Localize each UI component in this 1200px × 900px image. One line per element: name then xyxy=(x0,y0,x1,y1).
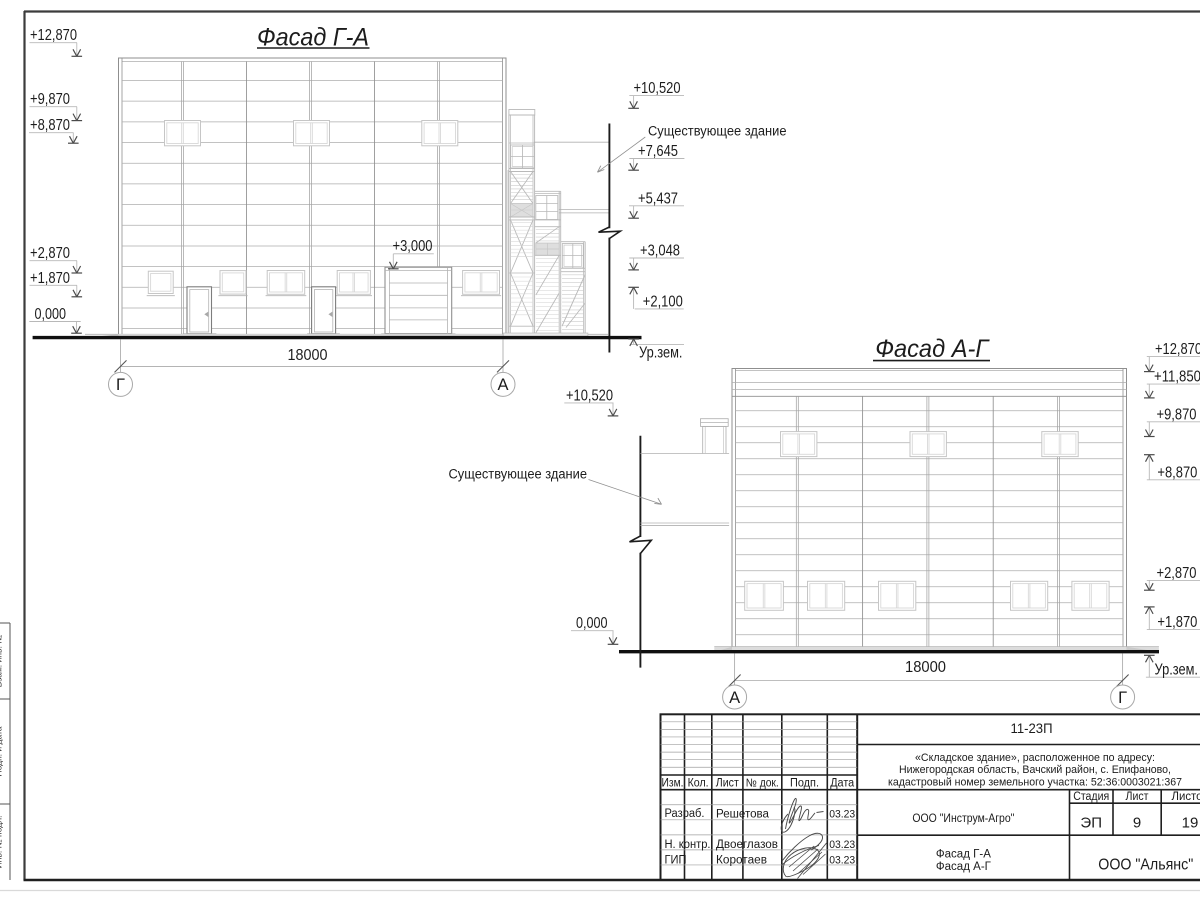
svg-text:№ док.: № док. xyxy=(746,777,779,789)
svg-text:Листов: Листов xyxy=(1172,791,1200,803)
svg-text:Дата: Дата xyxy=(830,777,855,789)
svg-text:Лист: Лист xyxy=(716,777,740,789)
svg-text:Нижегородская область, Вачский: Нижегородская область, Вачский район, с.… xyxy=(899,764,1171,776)
svg-text:Фасад А-Г: Фасад А-Г xyxy=(875,335,990,363)
svg-text:Подп. и дата: Подп. и дата xyxy=(0,726,4,776)
svg-text:+7,645: +7,645 xyxy=(638,143,678,160)
svg-text:18000: 18000 xyxy=(905,659,946,676)
svg-text:03.23: 03.23 xyxy=(829,855,855,867)
svg-text:Взам. инв. №: Взам. инв. № xyxy=(0,635,4,688)
svg-text:+2,870: +2,870 xyxy=(30,245,70,262)
svg-text:«Складское здание», расположен: «Складское здание», расположенное по адр… xyxy=(915,752,1155,764)
svg-text:11-23П: 11-23П xyxy=(1011,720,1053,736)
svg-text:Фасад Г-А: Фасад Г-А xyxy=(936,849,991,861)
svg-text:Разраб.: Разраб. xyxy=(665,808,705,820)
svg-text:Фасад Г-А: Фасад Г-А xyxy=(257,23,369,51)
svg-text:Двоеглазов: Двоеглазов xyxy=(716,839,778,851)
svg-text:Ур.зем.: Ур.зем. xyxy=(1155,662,1199,679)
svg-text:+8,870: +8,870 xyxy=(30,117,70,134)
svg-text:+10,520: +10,520 xyxy=(566,387,613,404)
svg-text:19: 19 xyxy=(1182,815,1199,832)
svg-text:+9,870: +9,870 xyxy=(1157,406,1197,423)
svg-text:0,000: 0,000 xyxy=(35,306,67,323)
svg-text:Г: Г xyxy=(1118,689,1127,707)
svg-text:Фасад А-Г: Фасад А-Г xyxy=(936,861,992,873)
svg-text:+1,870: +1,870 xyxy=(30,270,70,287)
svg-text:ООО "Инструм-Агро": ООО "Инструм-Агро" xyxy=(912,811,1014,825)
svg-text:03.23: 03.23 xyxy=(829,839,855,851)
svg-text:Коротаев: Коротаев xyxy=(716,855,767,867)
svg-text:Подп.: Подп. xyxy=(790,777,819,789)
svg-text:+1,870: +1,870 xyxy=(1157,614,1197,631)
svg-text:9: 9 xyxy=(1133,815,1141,832)
svg-text:Кол.: Кол. xyxy=(688,777,709,789)
svg-text:Изм.: Изм. xyxy=(662,777,684,789)
svg-text:+2,870: +2,870 xyxy=(1157,565,1197,582)
svg-text:+10,520: +10,520 xyxy=(634,80,681,97)
svg-text:+3,000: +3,000 xyxy=(393,238,433,255)
svg-text:Н. контр.: Н. контр. xyxy=(665,839,711,851)
svg-text:кадастровый номер земельного у: кадастровый номер земельного участка: 52… xyxy=(888,776,1182,788)
svg-text:+12,870: +12,870 xyxy=(1155,341,1200,358)
svg-text:ЭП: ЭП xyxy=(1080,815,1102,832)
svg-text:А: А xyxy=(497,376,508,394)
svg-text:ГИП: ГИП xyxy=(665,855,687,867)
svg-text:Г: Г xyxy=(116,376,125,394)
svg-text:+9,870: +9,870 xyxy=(30,91,70,108)
svg-text:0,000: 0,000 xyxy=(576,615,608,632)
svg-text:03.23: 03.23 xyxy=(829,808,855,820)
svg-text:+8,870: +8,870 xyxy=(1157,464,1197,481)
svg-text:Ур.зем.: Ур.зем. xyxy=(639,344,683,361)
svg-text:+12,870: +12,870 xyxy=(30,27,77,44)
svg-text:Существующее здание: Существующее здание xyxy=(648,123,787,139)
svg-text:+3,048: +3,048 xyxy=(640,243,680,260)
svg-text:Решетова: Решетова xyxy=(716,808,770,820)
svg-text:18000: 18000 xyxy=(288,347,328,364)
svg-text:Инв. № подл.: Инв. № подл. xyxy=(0,816,4,869)
svg-text:Стадия: Стадия xyxy=(1073,791,1109,803)
svg-text:+11,850: +11,850 xyxy=(1154,369,1200,386)
svg-text:+5,437: +5,437 xyxy=(638,190,678,207)
svg-text:ООО "Альянс": ООО "Альянс" xyxy=(1098,856,1193,873)
svg-text:+2,100: +2,100 xyxy=(643,293,683,310)
svg-text:Лист: Лист xyxy=(1126,791,1150,803)
svg-text:А: А xyxy=(729,689,740,707)
svg-text:Существующее здание: Существующее здание xyxy=(449,466,588,482)
